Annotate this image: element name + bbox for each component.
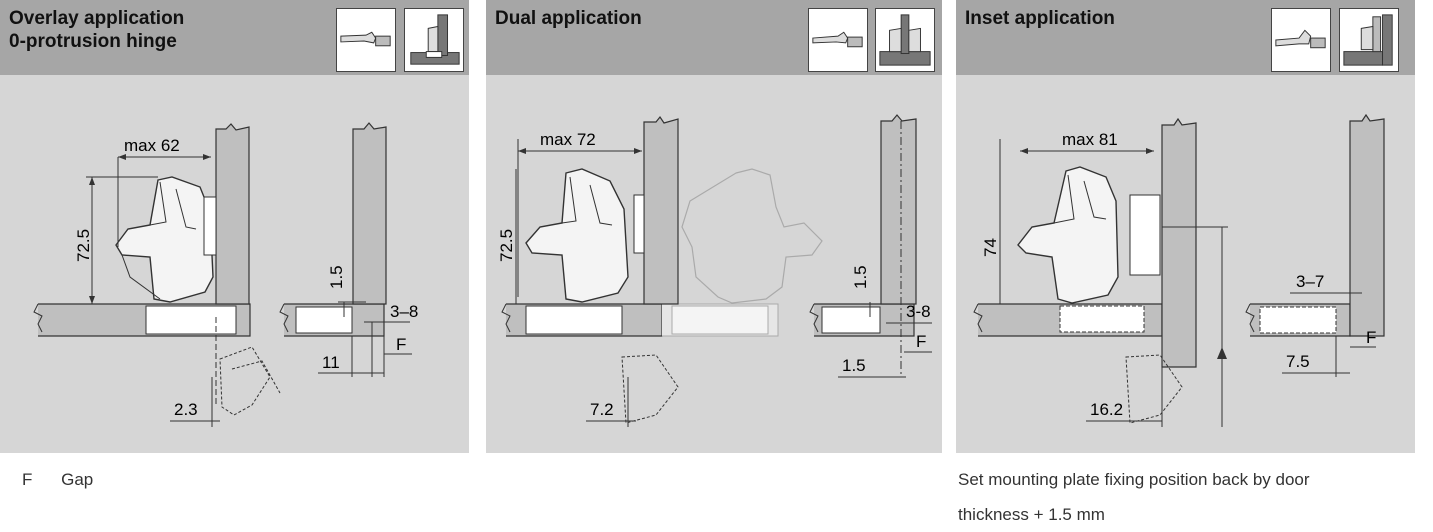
- panel-header: Dual application: [486, 0, 942, 75]
- dual-position-icon: [875, 8, 935, 72]
- depth-dimension: 11: [322, 353, 340, 372]
- v-small-dimension: 1.5: [327, 265, 346, 289]
- overlay-position-icon: [404, 8, 464, 72]
- height-dimension: 72.5: [74, 229, 93, 262]
- offset-dimension: 7.2: [590, 400, 614, 419]
- hinge-symbol-icon: [336, 8, 396, 72]
- panel-header: Inset application: [956, 0, 1415, 75]
- reach-dimension: max 62: [124, 136, 180, 155]
- note-line-2: thickness + 1.5 mm: [958, 505, 1105, 524]
- mounting-note: Set mounting plate fixing position back …: [958, 462, 1428, 532]
- gap-dimension: F: [916, 332, 926, 351]
- overlay-application-panel: Overlay application 0-protrusion hinge: [0, 0, 469, 453]
- v-small-dimension: 1.5: [851, 265, 870, 289]
- legend-symbol: F: [22, 470, 33, 489]
- hinge-symbol-icon: [808, 8, 868, 72]
- overlay-drawing: max 62 72.5 1.5 3–8 F 11 2.3: [0, 77, 469, 453]
- inset-application-panel: Inset application max 81 74: [956, 0, 1415, 453]
- reach-dimension: max 81: [1062, 130, 1118, 149]
- legend-label: Gap: [61, 470, 94, 489]
- inset-drawing: max 81 74 3–7 F 7.5 16.2: [956, 77, 1415, 453]
- offset-dimension: 2.3: [174, 400, 198, 419]
- range-dimension: 3–8: [390, 302, 418, 321]
- height-dimension: 72.5: [497, 229, 516, 262]
- height-dimension: 74: [981, 238, 1000, 257]
- reach-dimension: max 72: [540, 130, 596, 149]
- hinge-symbol-icon: [1271, 8, 1331, 72]
- legend: F Gap: [22, 462, 93, 497]
- dual-application-panel: Dual application max 72 72.5: [486, 0, 942, 453]
- dual-drawing: max 72 72.5 1.5 3-8 F 1.5 7.2: [486, 77, 942, 453]
- gap-dimension: F: [1366, 328, 1376, 347]
- panel-title: Overlay application 0-protrusion hinge: [9, 8, 185, 52]
- offset-dimension: 16.2: [1090, 400, 1123, 419]
- inset-position-icon: [1339, 8, 1399, 72]
- depth-dimension: 7.5: [1286, 352, 1310, 371]
- panel-header: Overlay application 0-protrusion hinge: [0, 0, 469, 75]
- range-dimension: 3–7: [1296, 272, 1324, 291]
- panel-title: Inset application: [965, 8, 1115, 29]
- offset-right-dimension: 1.5: [842, 356, 866, 375]
- range-dimension: 3-8: [906, 302, 931, 321]
- panel-title: Dual application: [495, 8, 642, 29]
- gap-dimension: F: [396, 335, 406, 354]
- note-line-1: Set mounting plate fixing position back …: [958, 470, 1310, 489]
